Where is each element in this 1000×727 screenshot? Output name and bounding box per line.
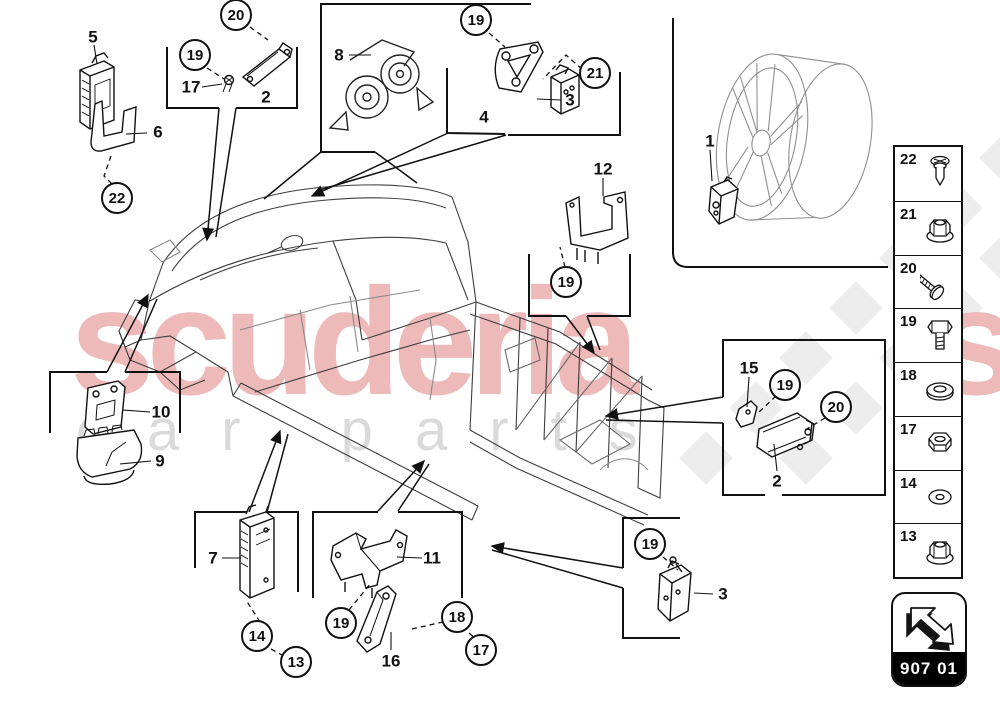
callout-21[interactable]: 21 xyxy=(579,57,611,89)
fastener-number: 17 xyxy=(900,420,917,438)
arrow-up-left-icon xyxy=(906,607,954,651)
callout-20[interactable]: 20 xyxy=(820,391,852,423)
part-label-3[interactable]: 3 xyxy=(718,584,728,604)
fastener-number: 18 xyxy=(900,367,917,384)
part-6-bracket[interactable] xyxy=(90,99,137,152)
part-label-12[interactable]: 12 xyxy=(593,159,613,179)
wheel-drawing xyxy=(715,53,873,221)
part-label-15[interactable]: 15 xyxy=(739,358,759,378)
part-label-9[interactable]: 9 xyxy=(155,451,165,471)
fastener-row-22[interactable]: 22 xyxy=(895,147,961,201)
part-5-control-unit[interactable] xyxy=(79,52,115,130)
fastener-row-21[interactable]: 21 xyxy=(895,200,961,255)
callout-19[interactable]: 19 xyxy=(460,4,492,36)
fastener-number: 22 xyxy=(900,151,917,168)
callout-18[interactable]: 18 xyxy=(441,601,473,633)
label-lines xyxy=(93,44,778,650)
part-label-1[interactable]: 1 xyxy=(705,131,715,151)
callout-20[interactable]: 20 xyxy=(220,0,252,31)
part-label-8[interactable]: 8 xyxy=(334,45,344,65)
fastener-number: 14 xyxy=(900,474,917,492)
fastener-row-17[interactable]: 17 xyxy=(895,415,961,470)
part-3-sensor-bottom[interactable] xyxy=(657,556,692,622)
callout-19[interactable]: 19 xyxy=(179,39,211,71)
callout-14[interactable]: 14 xyxy=(241,620,273,652)
screw-icon xyxy=(920,260,960,306)
part-label-2[interactable]: 2 xyxy=(261,87,271,107)
fastener-row-18[interactable]: 18 xyxy=(895,362,961,416)
part-2-module-top[interactable] xyxy=(241,42,293,87)
washer-icon xyxy=(920,367,960,413)
part-group-badge[interactable]: 907 01 xyxy=(891,592,967,687)
part-label-10[interactable]: 10 xyxy=(151,402,171,422)
part-label-17[interactable]: 17 xyxy=(181,77,201,97)
fastener-number: 20 xyxy=(900,259,917,277)
leader-lines xyxy=(106,107,724,589)
fastener-row-19[interactable]: 19 xyxy=(895,308,961,362)
callout-13[interactable]: 13 xyxy=(280,646,312,678)
callout-19[interactable]: 19 xyxy=(634,528,666,560)
group-frames xyxy=(49,3,888,639)
callout-19[interactable]: 19 xyxy=(550,266,582,298)
fastener-row-13[interactable]: 13 xyxy=(895,523,961,577)
callout-19[interactable]: 19 xyxy=(325,607,357,639)
part-3-sensor-top[interactable] xyxy=(550,64,580,115)
part-2-module-right[interactable] xyxy=(756,412,815,458)
part-17-screw-top[interactable] xyxy=(222,74,235,93)
dashed-connectors xyxy=(103,26,826,657)
part-4-bracket[interactable] xyxy=(494,41,544,93)
part-9-siren[interactable] xyxy=(76,424,143,486)
flange-nut-icon xyxy=(920,206,960,252)
part-group-code: 907 01 xyxy=(893,652,965,685)
callout-17[interactable]: 17 xyxy=(465,634,497,666)
fastener-number: 21 xyxy=(900,205,917,223)
part-7-control-unit[interactable] xyxy=(239,504,275,599)
part-11-bracket[interactable] xyxy=(330,529,408,598)
callout-19[interactable]: 19 xyxy=(769,369,801,401)
fastener-legend-table: 22 21 20 19 18 17 14 13 xyxy=(893,145,963,579)
chassis-sketch xyxy=(118,184,665,526)
brand-watermark: scuderia xyxy=(70,257,639,427)
hex-bolt-icon xyxy=(920,313,960,359)
part-label-4[interactable]: 4 xyxy=(479,107,489,127)
callout-22[interactable]: 22 xyxy=(101,182,133,214)
part-1-tpms-sensor[interactable] xyxy=(708,176,739,225)
part-label-2[interactable]: 2 xyxy=(772,471,782,491)
flange-nut-icon xyxy=(920,528,960,574)
part-label-7[interactable]: 7 xyxy=(208,548,218,568)
small-washer-icon xyxy=(920,475,960,521)
part-label-6[interactable]: 6 xyxy=(153,122,163,142)
part-label-5[interactable]: 5 xyxy=(88,27,98,47)
part-15-clip[interactable] xyxy=(735,400,758,428)
part-12-bracket[interactable] xyxy=(565,191,629,264)
rivet-icon xyxy=(920,151,960,197)
fastener-row-14[interactable]: 14 xyxy=(895,469,961,524)
fastener-row-20[interactable]: 20 xyxy=(895,254,961,309)
part-8-horns[interactable] xyxy=(328,39,435,131)
part-16-bracket-arm[interactable] xyxy=(356,585,397,653)
part-label-16[interactable]: 16 xyxy=(381,651,401,671)
part-label-3[interactable]: 3 xyxy=(565,90,575,110)
fastener-number: 19 xyxy=(900,313,917,331)
fastener-number: 13 xyxy=(900,528,917,546)
part-label-11[interactable]: 11 xyxy=(423,548,441,568)
hex-nut-icon xyxy=(920,421,960,467)
